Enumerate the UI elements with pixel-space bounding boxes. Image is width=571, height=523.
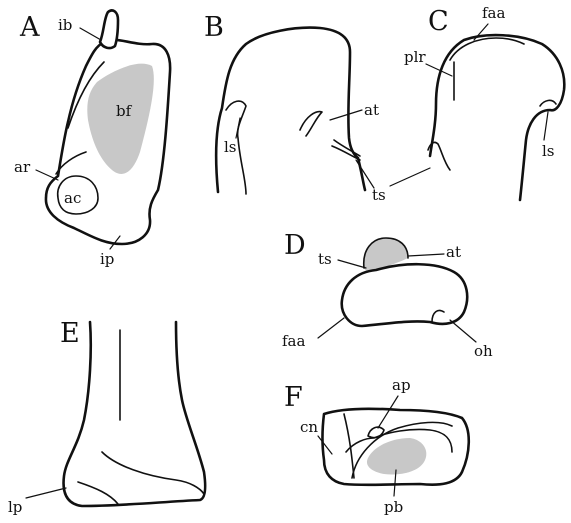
leader-b-ts-2 <box>390 168 430 186</box>
panel-b: B at ls ts <box>204 12 430 204</box>
label-c-ls: ls <box>542 142 555 160</box>
panel-c: C faa plr ls <box>404 4 564 200</box>
leader-e-lp <box>26 488 66 498</box>
panel-d-letter: D <box>284 230 306 261</box>
panel-a-letter: A <box>19 12 40 43</box>
label-d-ts: ts <box>318 250 332 268</box>
label-f-ap: ap <box>392 376 411 394</box>
label-a-bf: bf <box>116 102 133 120</box>
label-b-at: at <box>364 101 379 119</box>
label-e-lp: lp <box>8 498 22 516</box>
label-a-ip: ip <box>100 250 114 268</box>
leader-a-ar <box>36 170 58 180</box>
label-a-ib: ib <box>58 16 72 34</box>
panel-f-letter: F <box>284 382 303 413</box>
panel-d-bone-outline <box>342 264 467 326</box>
leader-a-ib <box>80 28 101 40</box>
leader-d-ts <box>338 260 366 268</box>
panel-e-letter: E <box>60 318 80 349</box>
label-d-oh: oh <box>474 342 493 360</box>
leader-d-oh <box>450 320 476 342</box>
label-d-faa: faa <box>282 332 305 350</box>
panel-e-bone-outline <box>64 322 206 506</box>
panel-b-letter: B <box>204 12 224 43</box>
panel-d: D ts at faa oh <box>282 230 493 360</box>
label-c-faa: faa <box>482 4 505 22</box>
leader-d-faa <box>318 318 344 338</box>
label-c-plr: plr <box>404 48 426 66</box>
panel-a: A ib bf ar ac ip <box>14 10 170 268</box>
panel-a-ib-process <box>100 10 118 48</box>
panel-b-bone-outline <box>216 28 365 192</box>
label-a-ar: ar <box>14 158 31 176</box>
panel-c-letter: C <box>428 6 449 37</box>
panel-f: F ap cn pb <box>284 376 469 516</box>
label-a-ac: ac <box>64 189 81 207</box>
label-b-ls: ls <box>224 138 237 156</box>
panel-e: E lp <box>8 318 205 516</box>
label-f-cn: cn <box>300 418 318 436</box>
label-d-at: at <box>446 243 461 261</box>
leader-d-at <box>408 254 444 256</box>
label-b-ts: ts <box>372 186 386 204</box>
label-f-pb: pb <box>384 498 403 516</box>
leader-c-ls <box>544 112 548 140</box>
